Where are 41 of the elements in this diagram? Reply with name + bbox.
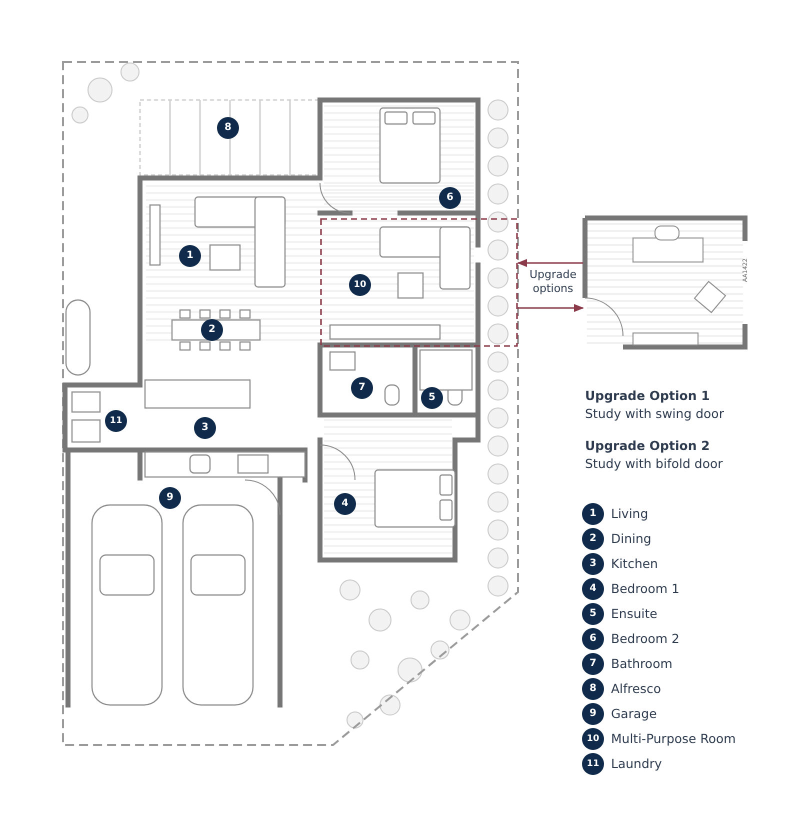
callout-number: 11 [105, 410, 127, 432]
callout-number: 5 [421, 387, 443, 409]
option-heading: Upgrade Option 1 [585, 388, 710, 404]
callout-number: 3 [194, 417, 216, 439]
callout-number: 11 [582, 753, 604, 775]
room-name: Laundry [611, 756, 662, 772]
callout-number: 9 [159, 487, 181, 509]
callout-number: 6 [582, 628, 604, 650]
option-description: Study with bifold door [585, 456, 723, 472]
arrow [518, 304, 584, 312]
room-name: Dining [611, 531, 652, 547]
callout-number: 1 [582, 503, 604, 525]
callout-number: 5 [582, 603, 604, 625]
room-name: Garage [611, 706, 657, 722]
callout-number: 7 [582, 653, 604, 675]
callout-number: 8 [582, 678, 604, 700]
room-name: Bathroom [611, 656, 672, 672]
callout-number: 7 [351, 377, 373, 399]
callout-number: 6 [439, 187, 461, 209]
callout-number: 10 [349, 274, 371, 296]
room-name: Bedroom 2 [611, 631, 680, 647]
upgrade-outline [320, 218, 518, 347]
callout-number: 2 [582, 528, 604, 550]
callout-number: 1 [179, 245, 201, 267]
arrow [517, 259, 583, 267]
room-name: Multi-Purpose Room [611, 731, 736, 747]
option-description: Study with swing door [585, 406, 724, 422]
study-drawing [583, 216, 747, 349]
option-heading: Upgrade Option 2 [585, 438, 710, 454]
room-name: Living [611, 506, 648, 522]
callout-number: 8 [217, 117, 239, 139]
callout-number: 3 [582, 553, 604, 575]
callout-number: 9 [582, 703, 604, 725]
room-name: Alfresco [611, 681, 662, 697]
callout-number: 4 [582, 578, 604, 600]
room-name: Kitchen [611, 556, 658, 572]
room-name: Bedroom 1 [611, 581, 680, 597]
upgrade-note: Upgrade options [528, 268, 578, 296]
callout-number: 10 [582, 728, 604, 750]
room-name: Ensuite [611, 606, 658, 622]
callout-number: 4 [334, 493, 356, 515]
